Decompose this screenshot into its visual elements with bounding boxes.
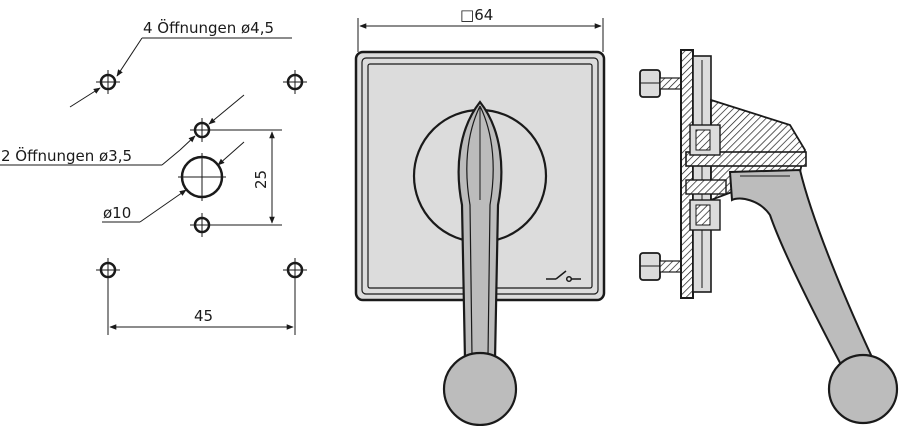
switch-symbol-icon: [546, 270, 581, 283]
label-horizontal-spacing: 45: [194, 307, 213, 325]
side-handle-knob: [827, 353, 899, 425]
label-two-holes: 2 Öffnungen ø3,5: [1, 146, 132, 165]
bolt-lower: [639, 252, 683, 281]
side-section-view: [639, 49, 899, 425]
bolt-upper: [639, 69, 683, 98]
label-plate-size: □64: [460, 6, 493, 24]
dimension-horizontal-spacing: [107, 280, 296, 335]
side-handle-lever: [728, 168, 880, 380]
leader-center-hole: [102, 141, 245, 223]
leader-four-holes: [69, 37, 292, 108]
leader-two-holes: [0, 94, 245, 166]
label-center-hole: ø10: [103, 204, 131, 222]
drill-pattern-view: 4 Öffnungen ø4,5 2 Öffnungen ø3,5 ø10 25: [0, 18, 307, 335]
dimension-plate-size: [357, 18, 604, 52]
label-vertical-spacing: 25: [252, 170, 270, 189]
front-view: □64: [354, 6, 606, 426]
handle-knob: [442, 351, 518, 426]
label-four-holes: 4 Öffnungen ø4,5: [143, 18, 274, 37]
side-plate: [680, 49, 694, 299]
dimension-vertical-spacing: [212, 129, 282, 226]
